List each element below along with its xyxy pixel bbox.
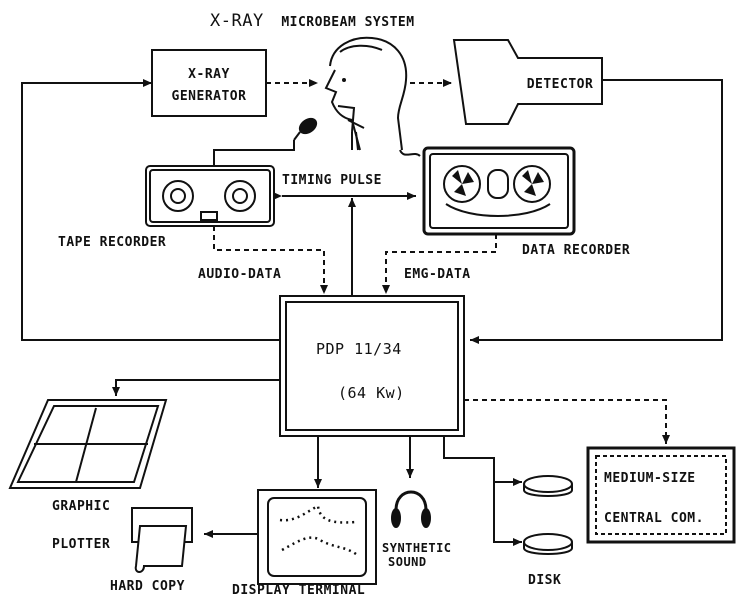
tape-recorder-label: TAPE RECORDER <box>58 235 166 250</box>
xray-generator-line2: GENERATOR <box>172 89 247 104</box>
computer-to-plotter-line <box>112 379 280 396</box>
central-computer <box>586 446 736 544</box>
computer-memory: (64 Kw) <box>338 384 405 402</box>
disk-label: DISK <box>528 573 561 588</box>
headphones-icon <box>391 490 431 528</box>
tape-recorder <box>145 165 275 227</box>
graphic-plotter-icon <box>8 399 168 489</box>
pdp-computer <box>279 295 465 437</box>
emg-wire <box>399 149 421 157</box>
diagram-title: X-RAY MICROBEAM SYSTEM <box>210 11 415 31</box>
data-recorder-label: DATA RECORDER <box>522 243 630 258</box>
subject-head-icon <box>324 36 408 151</box>
microphone-icon <box>293 117 318 141</box>
disk-icon <box>523 475 573 555</box>
synthetic-sound-line1: SYNTHETIC <box>382 541 452 555</box>
computer-to-central-line <box>464 399 670 444</box>
detector-to-computer-line <box>470 79 723 344</box>
xray-generator: X-RAY GENERATOR <box>151 49 267 117</box>
central-computer-line1: MEDIUM-SIZE <box>604 471 696 486</box>
computer-to-disk2-line <box>493 482 522 546</box>
xray-generator-line1: X-RAY <box>188 67 230 82</box>
detector-label: DETECTOR <box>527 77 594 92</box>
synthetic-sound-line2: SOUND <box>388 555 427 569</box>
emg-data-label: EMG-DATA <box>404 267 471 282</box>
timing-pulse-label: TIMING PULSE <box>282 173 382 188</box>
computer-name: PDP 11/34 <box>316 340 402 358</box>
detector: DETECTOR <box>452 39 603 125</box>
display-terminal-label: DISPLAY TERMINAL <box>232 583 365 598</box>
display-terminal-icon <box>257 489 377 585</box>
emg-data-line <box>382 234 497 294</box>
mic-wire <box>213 140 295 166</box>
data-recorder <box>422 146 576 236</box>
central-computer-line2: CENTRAL COM. <box>604 511 704 526</box>
graphic-plotter-line1: GRAPHIC <box>52 499 110 514</box>
computer-to-generator-line <box>21 79 284 341</box>
hard-copy-label: HARD COPY <box>110 579 185 594</box>
audio-data-line <box>213 226 328 294</box>
graphic-plotter-line2: PLOTTER <box>52 537 110 552</box>
audio-data-label: AUDIO-DATA <box>198 267 281 282</box>
computer-to-disk1-line <box>443 436 522 486</box>
hard-copy-icon <box>131 507 193 573</box>
